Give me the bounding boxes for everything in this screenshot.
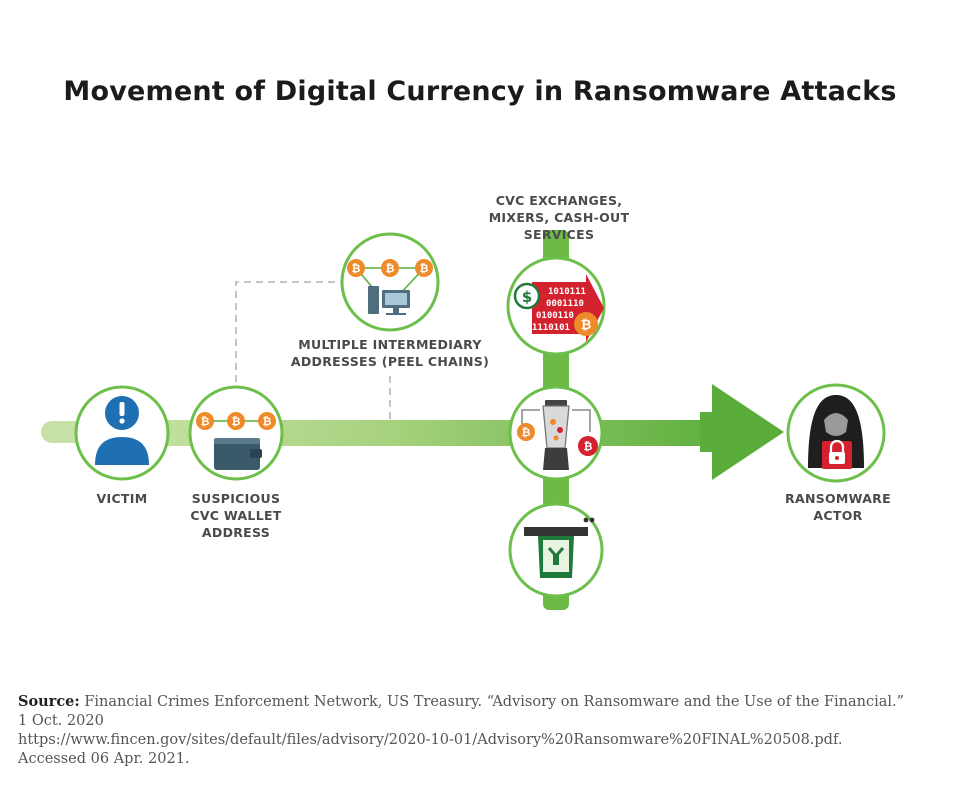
exchanges-label: CVC EXCHANGES, MIXERS, CASH-OUT SERVICES — [489, 193, 630, 242]
atm-cash-icon — [524, 517, 595, 578]
victim-label: VICTIM — [97, 491, 148, 506]
intermediary-label-line-1: MULTIPLE INTERMEDIARY — [298, 337, 482, 352]
binary-line-3: 0100110 — [536, 311, 574, 321]
svg-text:₿: ₿ — [581, 318, 592, 333]
actor-node — [786, 383, 886, 483]
actor-label-line-1: RANSOMWARE — [785, 491, 891, 506]
source-label: Source: — [18, 693, 80, 710]
svg-text:₿: ₿ — [584, 440, 593, 453]
binary-line-1: 1010111 — [548, 287, 586, 297]
wallet-node — [188, 385, 284, 481]
diagram-title: Movement of Digital Currency in Ransomwa… — [63, 76, 897, 107]
victim-label-line-1: VICTIM — [97, 491, 148, 506]
binary-line-4: 1110101 — [532, 323, 570, 333]
person-alert-icon — [95, 396, 149, 465]
wallet-label: SUSPICIOUS CVC WALLET ADDRESS — [190, 491, 281, 540]
binary-line-2: 0001110 — [546, 299, 584, 309]
source-line-1: Source: Financial Crimes Enforcement Net… — [18, 692, 943, 712]
intermediary-node — [340, 232, 440, 332]
peel-chain-dashed-connector — [235, 281, 391, 420]
wallet-label-line-3: ADDRESS — [202, 525, 270, 540]
exchanges-label-line-3: SERVICES — [524, 227, 595, 242]
exchanges-label-line-1: CVC EXCHANGES, — [496, 193, 623, 208]
hooded-hacker-icon — [808, 395, 864, 469]
exchange-icon: 1010111 0001110 0100110 1110101 $ ₿ — [513, 274, 604, 342]
atm-node — [508, 502, 604, 598]
intermediary-label-line-2: ADDRESSES (PEEL CHAINS) — [291, 354, 489, 369]
source-accessed: Accessed 06 Apr. 2021. — [18, 751, 190, 767]
blender-icon: ₿ — [517, 400, 598, 470]
source-date: 1 Oct. 2020 — [18, 713, 104, 729]
computer-icon — [347, 259, 433, 315]
wallet-icon — [196, 412, 276, 470]
intermediary-label: MULTIPLE INTERMEDIARY ADDRESSES (PEEL CH… — [291, 337, 489, 369]
wallet-label-line-1: SUSPICIOUS — [192, 491, 281, 506]
actor-label-line-2: ACTOR — [813, 508, 862, 523]
svg-text:$: $ — [522, 288, 532, 306]
exchanges-label-line-2: MIXERS, CASH-OUT — [489, 210, 630, 225]
source-text: Financial Crimes Enforcement Network, US… — [84, 694, 905, 710]
actor-label: RANSOMWARE ACTOR — [785, 491, 891, 523]
source-url[interactable]: https://www.fincen.gov/sites/default/fil… — [18, 732, 843, 748]
wallet-label-line-2: CVC WALLET — [190, 508, 281, 523]
mixer-node: ₿ — [508, 385, 604, 481]
source-citation: Source: Financial Crimes Enforcement Net… — [18, 692, 943, 769]
exchanges-node: 1010111 0001110 0100110 1110101 $ ₿ — [506, 256, 606, 356]
ransomware-flow-diagram: ₿ — [41, 193, 891, 610]
victim-node — [74, 385, 170, 481]
